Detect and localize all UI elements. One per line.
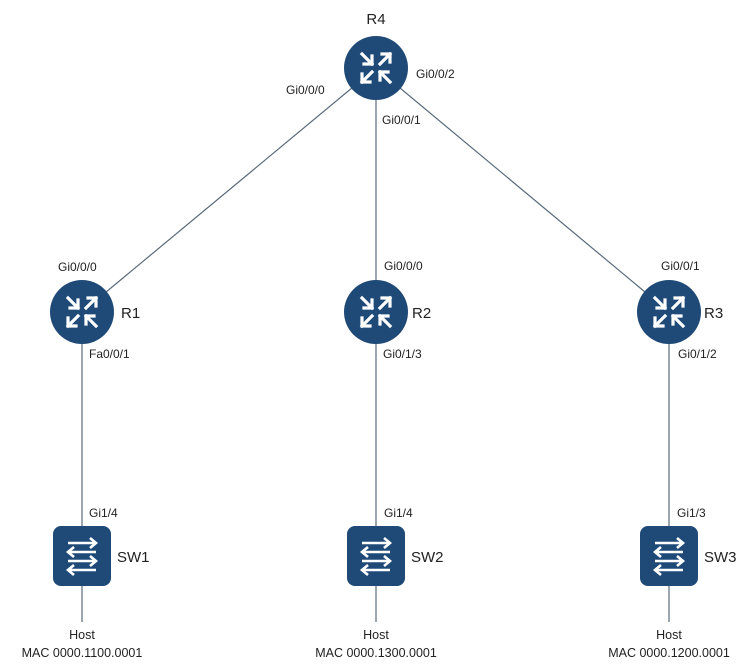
port-label-r4-gi001: Gi0/0/1 (382, 113, 421, 127)
switch-sw2[interactable] (347, 526, 405, 586)
router-r4[interactable] (344, 36, 408, 100)
router-label-r3: R3 (704, 305, 723, 322)
port-label-r3-gi012: Gi0/1/2 (678, 347, 717, 361)
host-mac-sw2: MAC 0000.1300.0001 (315, 646, 437, 660)
host-mac-sw1: MAC 0000.1100.0001 (22, 646, 143, 660)
router-r2[interactable] (344, 280, 408, 344)
host-title-sw2: Host (363, 628, 389, 642)
router-label-r2: R2 (412, 305, 431, 322)
switch-label-sw1: SW1 (117, 549, 150, 566)
port-label-r4-gi002: Gi0/0/2 (416, 67, 455, 81)
host-mac-sw3: MAC 0000.1200.0001 (608, 646, 730, 660)
port-label-r1-fa001: Fa0/0/1 (89, 347, 130, 361)
port-label-r4-gi000: Gi0/0/0 (286, 83, 325, 97)
switch-label-sw3: SW3 (704, 549, 737, 566)
router-r3[interactable] (637, 280, 701, 344)
link-r4-r1 (81, 67, 377, 313)
router-r1[interactable] (50, 280, 114, 344)
host-title-sw1: Host (69, 628, 95, 642)
router-label-r4: R4 (366, 11, 385, 28)
port-label-r1-gi000: Gi0/0/0 (58, 260, 97, 274)
router-label-r1: R1 (121, 305, 140, 322)
port-label-sw2-gi14: Gi1/4 (384, 506, 413, 520)
switch-label-sw2: SW2 (411, 549, 444, 566)
port-label-sw1-gi14: Gi1/4 (89, 506, 118, 520)
switch-sw1[interactable] (53, 526, 111, 586)
port-label-r2-gi013: Gi0/1/3 (383, 347, 422, 361)
link-r4-r3 (375, 67, 670, 313)
port-label-r3-gi001: Gi0/0/1 (661, 259, 700, 273)
host-title-sw3: Host (656, 628, 682, 642)
port-label-sw3-gi13: Gi1/3 (677, 506, 706, 520)
port-label-r2-gi000: Gi0/0/0 (384, 259, 423, 273)
switch-sw3[interactable] (640, 526, 698, 586)
